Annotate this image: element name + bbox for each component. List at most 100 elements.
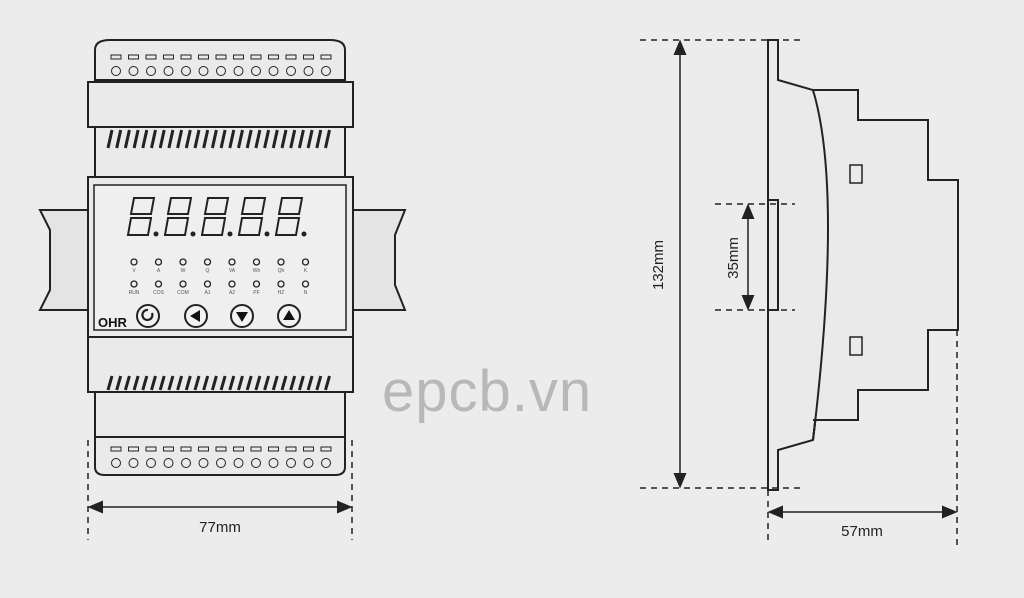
terminal-screw [233, 66, 244, 76]
vent-slot [141, 375, 149, 391]
terminal-screw [198, 458, 209, 468]
terminal-screw [216, 66, 226, 76]
vent-slot [193, 375, 201, 391]
enter-button[interactable] [136, 304, 160, 328]
terminal-screw [198, 54, 209, 60]
terminal-screw [145, 446, 157, 452]
terminal-screw [321, 458, 331, 468]
vent-slot [237, 375, 244, 391]
terminal-screw [250, 54, 262, 60]
indicator-led [203, 258, 212, 266]
vent-slot [324, 375, 331, 391]
vent-slot [280, 129, 288, 149]
down-arrow-icon [236, 312, 248, 322]
vent-slot [315, 375, 323, 391]
indicator-label: V [132, 268, 136, 274]
vent-slot [228, 129, 236, 149]
indicator-label: COM [177, 290, 189, 296]
terminal-screw [110, 446, 122, 452]
terminal-screw [285, 54, 297, 60]
indicator-label: PF [253, 290, 259, 296]
height-label: 132mm [650, 240, 667, 290]
terminal-screw [198, 446, 209, 452]
seven-segment-digit [274, 197, 304, 236]
indicator-label: RUN [129, 290, 140, 296]
terminal-screw [180, 446, 192, 452]
terminal-screw [128, 66, 139, 76]
vent-slot [219, 375, 227, 391]
vent-slot [132, 375, 140, 391]
terminal-screw [146, 66, 156, 76]
vent-slot [315, 129, 323, 149]
terminal-screw [181, 458, 191, 468]
decimal-point [153, 231, 159, 237]
terminal-screw [303, 458, 314, 468]
down-button[interactable] [230, 304, 254, 328]
indicator-led [301, 258, 310, 266]
vent-slot [306, 129, 314, 149]
up-button[interactable] [277, 304, 301, 328]
indicator-label: A1 [204, 290, 210, 296]
indicator-label: Wh [253, 268, 261, 274]
indicator-led [179, 258, 187, 266]
terminal-screw [320, 54, 332, 60]
vent-slot [280, 375, 288, 391]
brand-logo: OHR [98, 315, 128, 330]
terminal-screw [128, 54, 139, 60]
vent-slot [263, 129, 271, 149]
vent-slot [123, 129, 131, 149]
terminal-screw [286, 458, 296, 468]
terminal-screw [285, 446, 297, 452]
indicator-label: W [181, 268, 186, 274]
terminal-screw [163, 54, 174, 60]
terminal-screw [268, 66, 279, 76]
terminal-screw [303, 66, 314, 76]
terminal-screw [303, 54, 314, 60]
terminal-screw [321, 66, 331, 76]
vent-slot [202, 375, 210, 391]
terminal-screw [320, 446, 332, 452]
indicator-led [179, 280, 187, 288]
indicator-led [203, 280, 212, 288]
indicator-label: A [157, 268, 161, 274]
indicator-led [130, 280, 138, 288]
vent-slot [123, 375, 131, 391]
seven-segment-digit [200, 197, 230, 236]
terminal-screw [303, 446, 314, 452]
vent-slot [324, 129, 331, 149]
decimal-point [227, 231, 233, 237]
terminal-screw [128, 446, 139, 452]
terminal-screw [146, 458, 156, 468]
vent-slot [132, 129, 140, 149]
vent-slot [271, 129, 279, 149]
vent-slot [210, 129, 218, 149]
seven-segment-digit [126, 197, 156, 236]
vent-slot [202, 129, 210, 149]
indicator-led [154, 258, 163, 266]
vent-slot [158, 375, 166, 391]
indicator-led [130, 258, 138, 266]
indicator-led [154, 280, 163, 288]
indicator-led [277, 258, 285, 266]
vent-slot [254, 129, 262, 149]
vent-slot [158, 129, 166, 149]
vent-slot [150, 375, 157, 391]
terminal-screw [233, 458, 244, 468]
terminal-screw [268, 458, 279, 468]
left-button[interactable] [184, 304, 208, 328]
terminal-screw [180, 54, 192, 60]
indicator-label: Q [206, 268, 210, 274]
vent-slot [271, 375, 279, 391]
vent-slot [237, 129, 244, 149]
vent-slot [297, 375, 305, 391]
vent-slot [289, 375, 297, 391]
terminal-screw [233, 54, 244, 60]
vent-slot [184, 129, 192, 149]
vent-slot [115, 129, 123, 149]
indicator-label: Qh [278, 268, 285, 274]
vent-slot [115, 375, 123, 391]
width-label: 77mm [199, 519, 241, 536]
indicator-label: HZ [278, 290, 285, 296]
vent-slot [297, 129, 305, 149]
